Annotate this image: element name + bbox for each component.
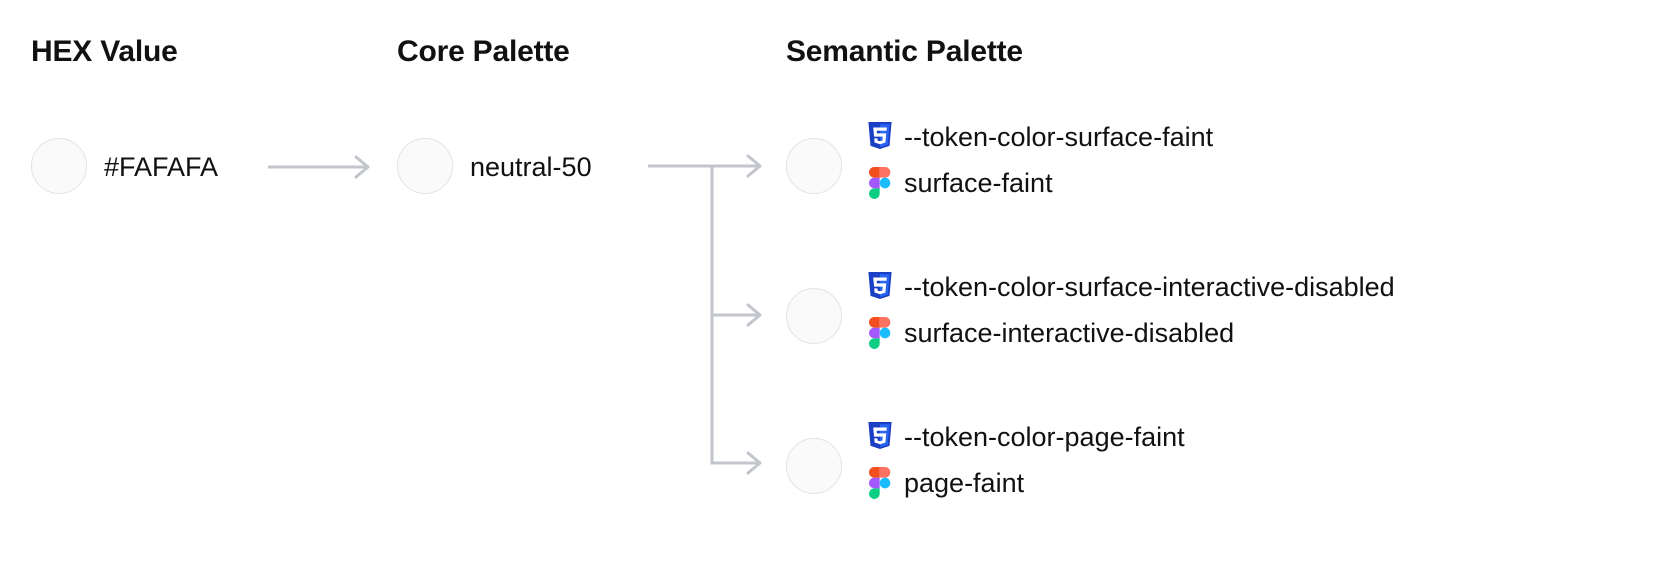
css-token-text: --token-color-surface-interactive-disabl… — [904, 272, 1395, 302]
semantic-token-group-1: --token-color-surface-interactive-disabl… — [866, 264, 1656, 356]
color-swatch-semantic-1 — [786, 288, 842, 344]
figma-token-line: surface-faint — [866, 160, 1656, 206]
hex-to-core-arrow — [266, 150, 378, 184]
hex-value-label: #FAFAFA — [104, 152, 219, 182]
figma-icon — [866, 317, 894, 349]
figma-token-text: surface-faint — [904, 168, 1053, 198]
css3-icon — [866, 421, 894, 453]
color-swatch-core — [397, 138, 453, 194]
figma-token-text: page-faint — [904, 468, 1025, 498]
semantic-token-group-0: --token-color-surface-faint surface-fain… — [866, 114, 1656, 206]
color-swatch-semantic-0 — [786, 138, 842, 194]
css-token-line: --token-color-surface-interactive-disabl… — [866, 264, 1656, 310]
css-token-line: --token-color-surface-faint — [866, 114, 1656, 160]
color-swatch-hex — [31, 138, 87, 194]
css-token-text: --token-color-surface-faint — [904, 122, 1214, 152]
css-token-text: --token-color-page-faint — [904, 422, 1185, 452]
css3-icon — [866, 271, 894, 303]
figma-icon — [866, 167, 894, 199]
semantic-token-group-2: --token-color-page-faint page-faint — [866, 414, 1656, 506]
column-heading-semantic-palette: Semantic Palette — [786, 35, 1023, 68]
figma-token-text: surface-interactive-disabled — [904, 318, 1235, 348]
color-swatch-semantic-2 — [786, 438, 842, 494]
figma-token-line: surface-interactive-disabled — [866, 310, 1656, 356]
css-token-line: --token-color-page-faint — [866, 414, 1656, 460]
figma-token-line: page-faint — [866, 460, 1656, 506]
column-heading-hex-value: HEX Value — [31, 35, 178, 68]
column-heading-core-palette: Core Palette — [397, 35, 570, 68]
figma-icon — [866, 467, 894, 499]
core-to-semantic-branch — [646, 140, 778, 480]
css3-icon — [866, 121, 894, 153]
core-palette-label: neutral-50 — [470, 152, 592, 182]
